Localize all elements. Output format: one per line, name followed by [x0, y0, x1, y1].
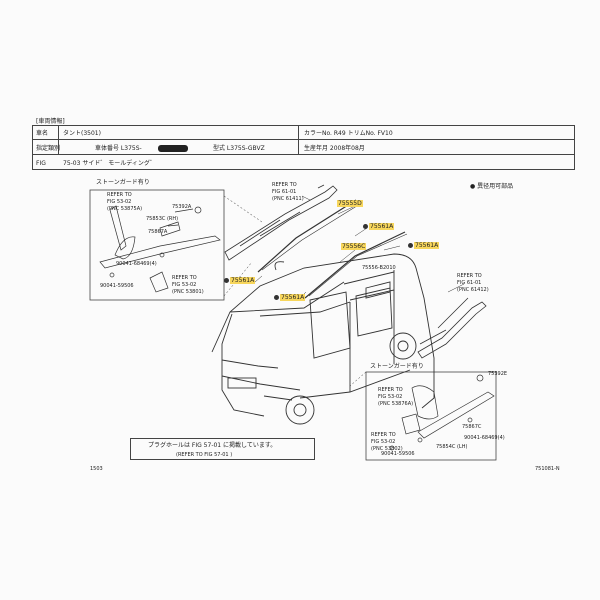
color-trim-label: カラーNo. R49 トリムNo. FV10 [304, 130, 393, 137]
left-inset-refer-2: REFER TO FIG 53-02 (PNC 53801) [172, 275, 204, 295]
callout-75556C: 75556C [341, 243, 367, 250]
callout-75561A-3: 75561A [224, 277, 256, 284]
part-90041-68469: 90041-68469(4) [116, 261, 157, 267]
refer-right: REFER TO FIG 61-01 (PNC 61412) [457, 273, 489, 293]
moulding-strips [257, 199, 408, 299]
part-90041-68469-right: 90041-68469(4) [464, 435, 505, 441]
side-sill-lower [417, 297, 487, 359]
spec-label: 指定類別 [36, 145, 61, 152]
side-sill-upper [224, 184, 338, 261]
note-line-2: (REFER TO FIG 57-01 ) [176, 452, 233, 458]
right-inset-refer-2: REFER TO FIG 53-02 (PNC 53802) [371, 432, 403, 452]
left-inset-refer-1: REFER TO FIG 53-02 (PNC 53875A) [107, 192, 143, 212]
model-value: タント(3501) [63, 130, 101, 137]
right-inset-refer-1: REFER TO FIG 53-02 (PNC 53876A) [378, 387, 414, 407]
right-inset-frame [365, 371, 497, 461]
model-label: 車名 [36, 130, 49, 137]
section-title: [車両情報] [36, 118, 65, 125]
part-75867A: 75867A [148, 229, 168, 235]
page-number: 1503 [90, 466, 103, 472]
callout-75556-B2010: 75556-B2010 [362, 265, 396, 271]
part-75392E: 75392E [488, 371, 508, 377]
callout-75555D: 75555D [337, 200, 363, 207]
part-75853C: 75853C (RH) [146, 216, 179, 222]
left-inset-parts [99, 205, 221, 293]
part-75867C: 75867C [462, 424, 482, 430]
right-inset-title: ストーンガード有り [370, 363, 424, 370]
type-label: 型式 L375S-GBVZ [213, 145, 265, 152]
car-body [211, 253, 435, 425]
callout-75561A-2: 75561A [408, 242, 440, 249]
header-table [32, 125, 575, 170]
leader-lines [254, 195, 465, 299]
part-90041-59506-left: 90041-59506 [100, 283, 134, 289]
note-box [130, 438, 315, 460]
legend-non-supply: ● 異径用可部品 [470, 183, 514, 190]
part-90041-59506-right: 90041-59506 [381, 451, 415, 457]
callout-75561A-4: 75561A [274, 294, 306, 301]
fig-value: 75-03 サイド゛ モールディング゛ [63, 160, 156, 167]
note-line-1: プラグホールは FIG 57-01 に掲載しています。 [148, 442, 277, 449]
right-inset-parts [389, 374, 495, 451]
production-label: 生産年月 2008年08月 [304, 145, 365, 152]
redaction-bar [158, 145, 188, 152]
left-inset-frame [89, 189, 225, 301]
chassis-label: 車体番号 L375S- [95, 145, 142, 152]
left-inset-title: ストーンガード有り [96, 179, 150, 186]
figure-code: 751081-N [535, 466, 560, 472]
part-75392A: 75392A [172, 204, 192, 210]
part-75854C: 75854C (LH) [436, 444, 468, 450]
fig-label: FIG [36, 160, 46, 167]
refer-top: REFER TO FIG 61-01 (PNC 61411) [272, 182, 304, 202]
callout-75561A-1: 75561A [363, 223, 395, 230]
